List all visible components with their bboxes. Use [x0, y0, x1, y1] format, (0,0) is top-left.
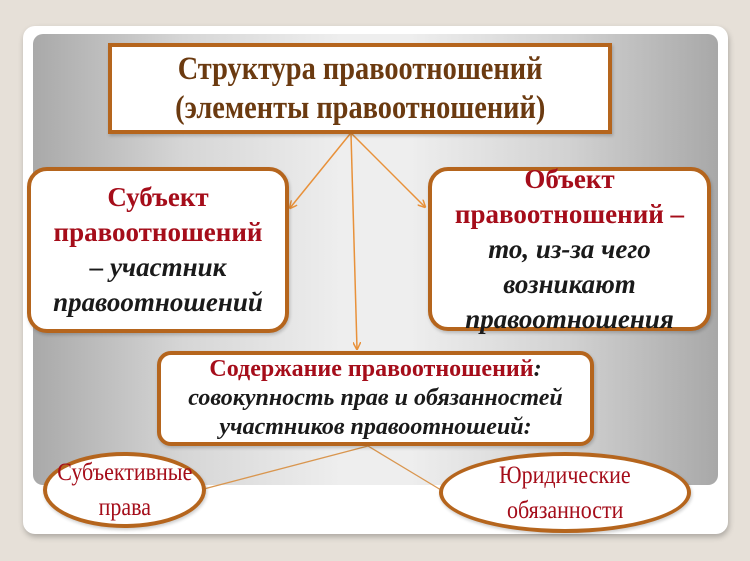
content-heading-row: Содержание правоотношений: [209, 355, 541, 384]
duties-line-1: Юридические [499, 461, 631, 489]
line-to-rights [199, 445, 369, 491]
rights-line-2: права [98, 494, 151, 521]
title-line-2: (элементы правоотношений) [174, 89, 546, 126]
subject-box: Субъект правоотношений – участник правоо… [27, 167, 289, 333]
arrow-to-subject [290, 133, 351, 208]
title-line-1: Структура правоотношений [177, 50, 543, 87]
object-desc-3: правоотношения [465, 303, 674, 334]
arrow-to-content [350, 133, 357, 349]
subject-desc-1: – участник [89, 252, 227, 282]
object-box: Объект правоотношений – то, из-за чего в… [428, 164, 711, 334]
content-heading: Содержание правоотношений [209, 356, 534, 382]
subject-heading-2: правоотношений [53, 217, 263, 247]
duties-ellipse: Юридические обязанности [439, 452, 691, 533]
duties-line-2: обязанности [506, 496, 624, 524]
line-to-duties [367, 445, 442, 491]
title-box: Структура правоотношений (элементы право… [108, 43, 612, 134]
rights-line-1: Субъективные [56, 459, 193, 486]
object-desc-1: то, из-за чего [488, 233, 651, 264]
content-box: Содержание правоотношений: совокупность … [157, 351, 594, 446]
object-desc-2: возникают [503, 268, 636, 299]
rights-ellipse: Субъективные права [43, 452, 206, 528]
content-desc-2: участников правоотношеий: [219, 414, 532, 440]
arrow-to-object [351, 133, 425, 207]
object-heading-1: Объект [524, 163, 615, 194]
content-desc-1: совокупность прав и обязанностей [188, 385, 563, 411]
subject-desc-2: правоотношений [53, 287, 263, 317]
subject-heading-1: Субъект [107, 182, 209, 212]
object-heading-2: правоотношений – [454, 198, 685, 229]
content-heading-colon: : [533, 356, 542, 382]
